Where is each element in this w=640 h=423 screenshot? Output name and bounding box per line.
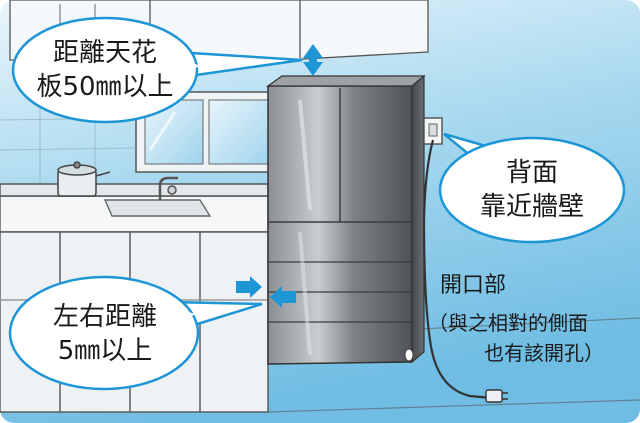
- vertical-double-arrow-icon: [303, 44, 323, 76]
- ceiling-callout-line1: 距離天花: [52, 38, 157, 68]
- ceiling-callout-text: 距離天花 板50㎜以上: [30, 36, 180, 104]
- power-plug-icon: [485, 389, 508, 403]
- back-callout-bubble: [438, 132, 626, 244]
- pot-icon: [57, 161, 111, 197]
- ceiling-callout-bubble: [11, 16, 303, 124]
- faucet-icon: [158, 176, 178, 200]
- power-cord: [422, 139, 493, 400]
- back-callout-text: 背面 靠近牆壁: [457, 156, 607, 224]
- left-arrow-icon: [270, 286, 296, 308]
- opening-note-title: 開口部: [440, 273, 507, 298]
- right-arrow-icon: [236, 276, 262, 298]
- floor: [267, 317, 640, 413]
- sides-callout-line1: 左右距離: [52, 302, 157, 332]
- side-opening: [404, 348, 414, 362]
- refrigerator: [266, 74, 426, 365]
- sides-callout-bubble: [8, 275, 263, 391]
- opening-note-line2: 也有該開孔）: [484, 341, 604, 365]
- sides-callout-text: 左右距離 5㎜以上: [30, 300, 180, 368]
- back-callout-line2: 靠近牆壁: [479, 192, 584, 222]
- opening-note-line1: （與之相對的側面: [428, 311, 588, 335]
- back-callout-line1: 背面: [505, 158, 558, 188]
- sides-callout-line2: 5㎜以上: [57, 336, 153, 366]
- ceiling-callout-line2: 板50㎜以上: [36, 72, 174, 102]
